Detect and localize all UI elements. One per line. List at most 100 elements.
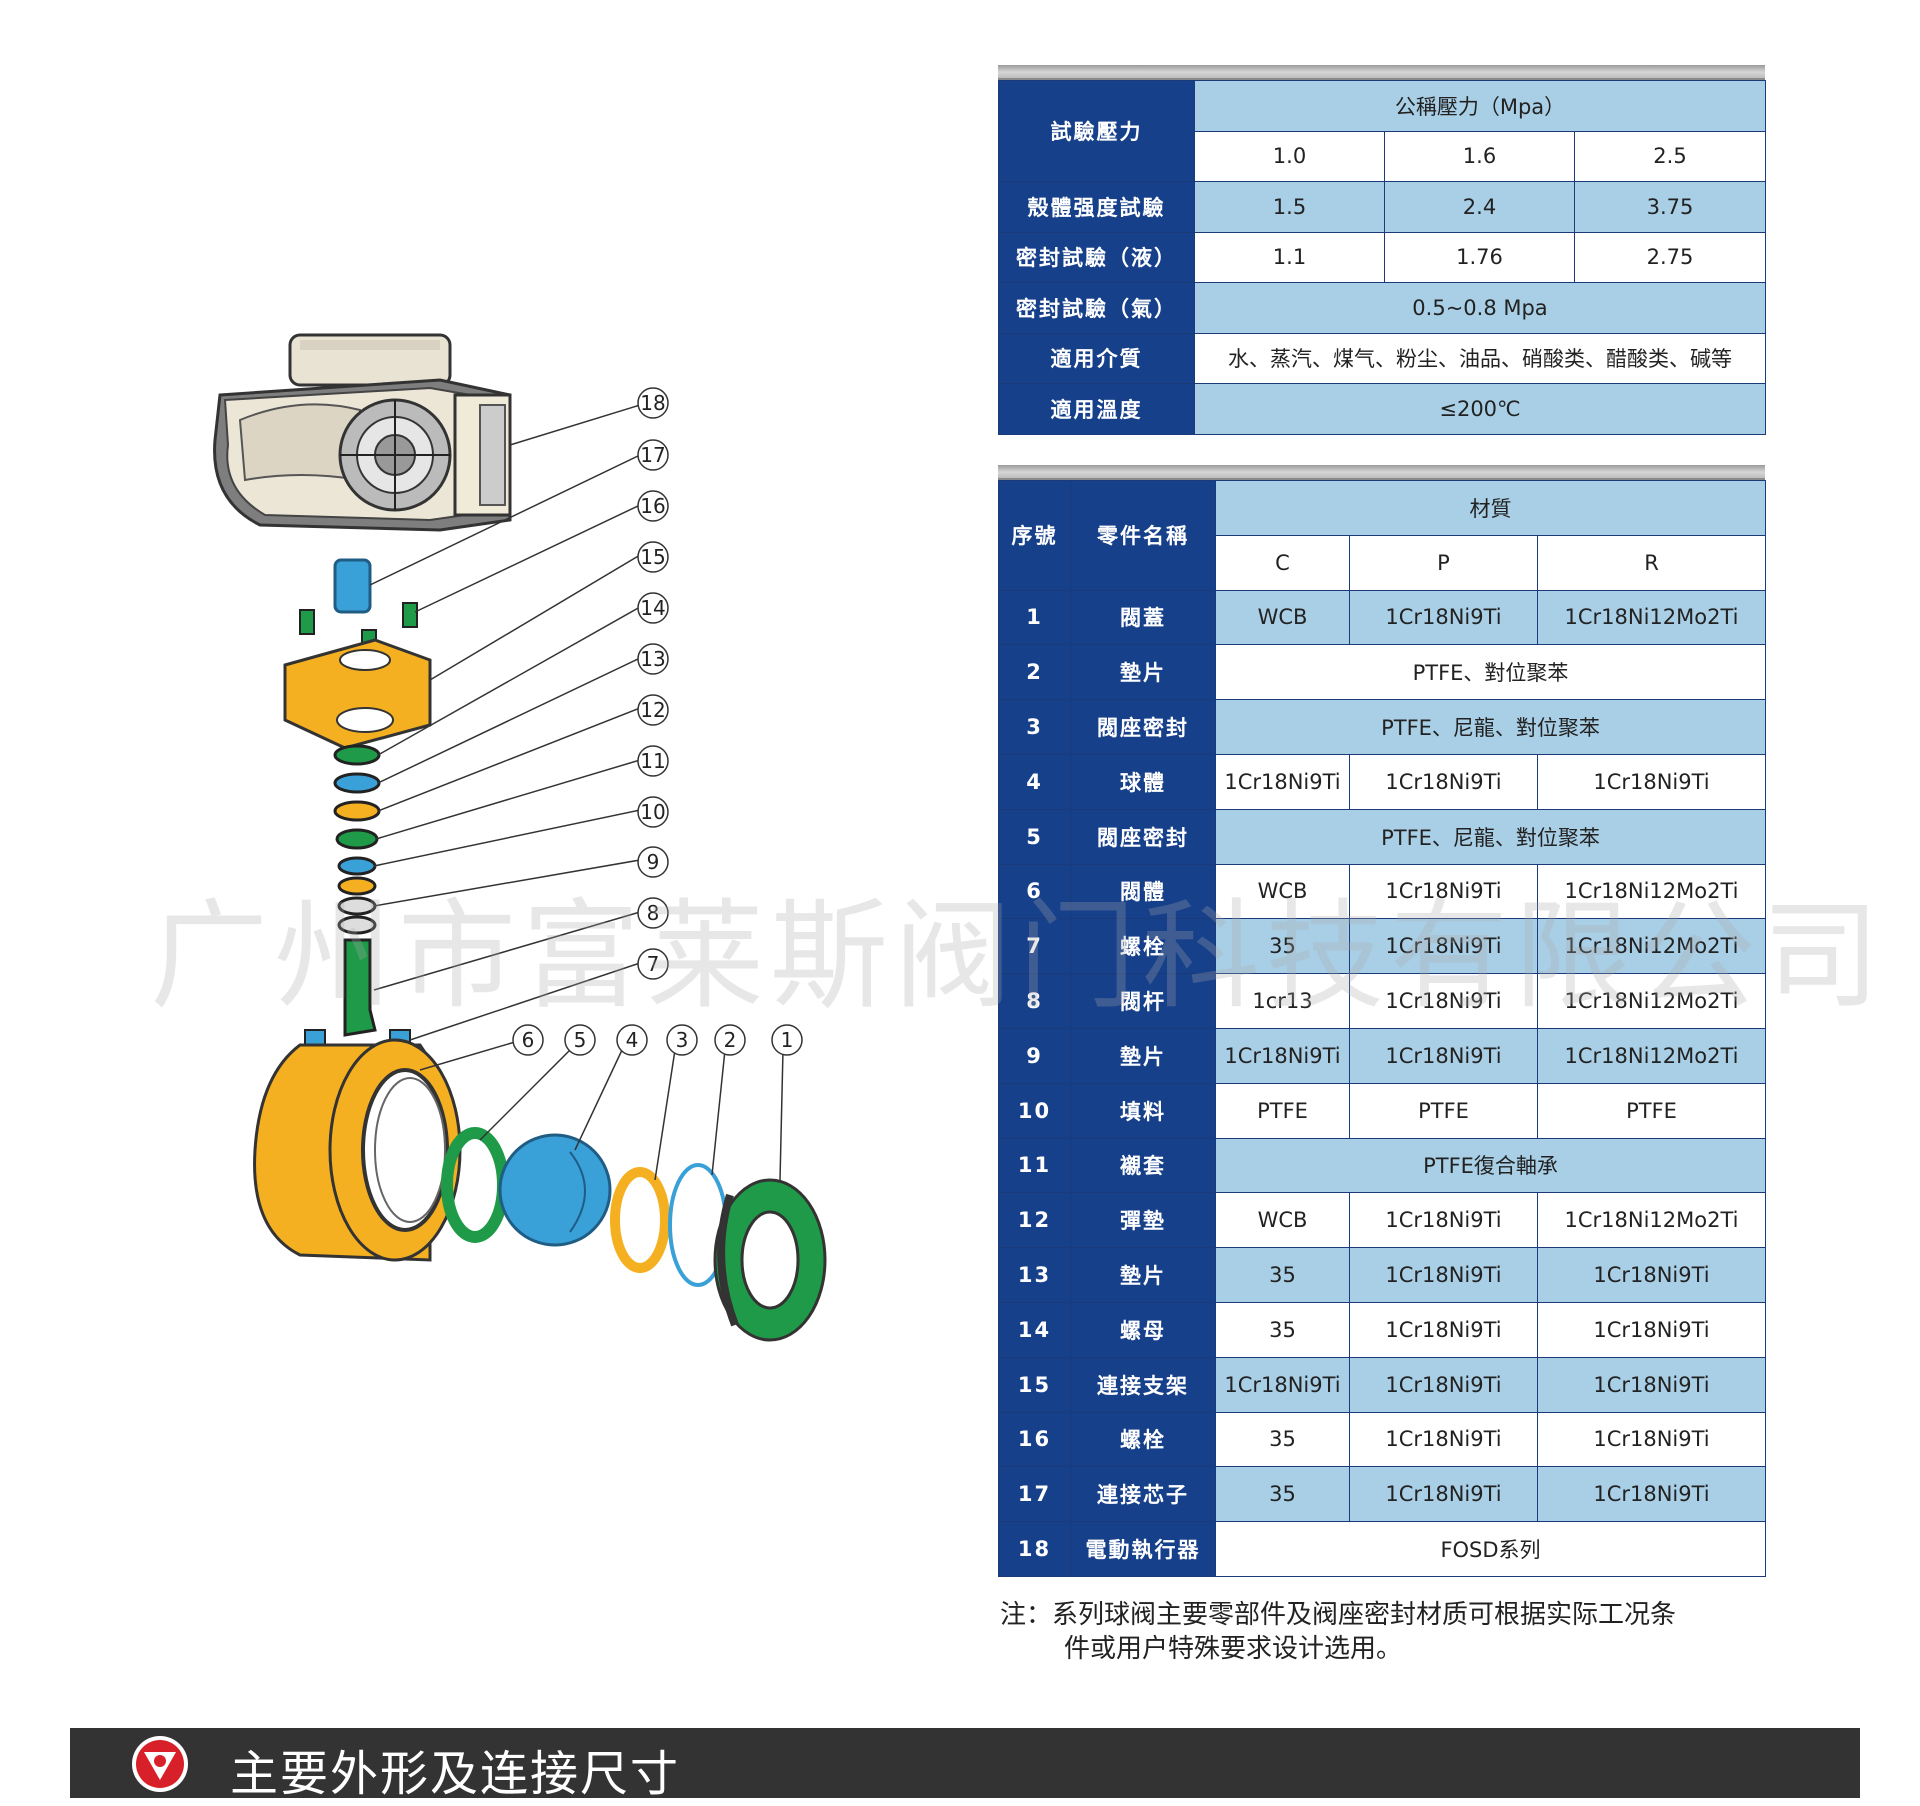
nominal-value: 2.5 — [1574, 130, 1766, 182]
material-cell-c: 35 — [1215, 1247, 1350, 1303]
material-cell-r: 1Cr18Ni9Ti — [1536, 1247, 1767, 1303]
part-name: 襯套 — [1070, 1137, 1216, 1194]
callout-2: 2 — [714, 1024, 746, 1056]
part-name: 墊片 — [1070, 1027, 1216, 1084]
callout-10: 10 — [637, 796, 669, 828]
row-label: 適用介質 — [998, 332, 1195, 384]
leader-lines — [369, 404, 784, 1181]
stem-seal-stack — [333, 744, 381, 935]
material-cell-p: 1Cr18Ni9Ti — [1349, 1356, 1538, 1413]
part-number: 15 — [998, 1356, 1071, 1413]
callout-text-16: 16 — [640, 494, 665, 518]
part-name: 墊片 — [1070, 1247, 1216, 1303]
material-cell: PTFE、對位聚苯 — [1214, 644, 1767, 701]
part-name: 螺栓 — [1070, 1411, 1216, 1468]
table-top-bar — [998, 65, 1765, 80]
callout-text-2: 2 — [724, 1028, 737, 1052]
part-number: 2 — [998, 644, 1071, 701]
material-cell-p: 1Cr18Ni9Ti — [1349, 1301, 1538, 1358]
material-cell-r: 1Cr18Ni9Ti — [1536, 1466, 1767, 1523]
section-title: 主要外形及连接尺寸 — [230, 1746, 681, 1802]
material-cell-p: 1Cr18Ni9Ti — [1349, 1466, 1538, 1523]
callout-text-5: 5 — [574, 1028, 587, 1052]
material-cell-c: 35 — [1215, 918, 1350, 975]
part-name: 墊片 — [1070, 644, 1216, 701]
callout-7: 7 — [637, 948, 669, 980]
valve-body — [253, 1038, 462, 1262]
callout-text-17: 17 — [640, 443, 665, 467]
callout-text-1: 1 — [781, 1028, 794, 1052]
part-number: 17 — [998, 1466, 1071, 1523]
material-cell-c: PTFE — [1215, 1082, 1350, 1139]
callout-3: 3 — [666, 1024, 698, 1056]
material-cell-r: 1Cr18Ni12Mo2Ti — [1536, 1192, 1767, 1249]
col-header-p: P — [1349, 534, 1538, 591]
part-name: 螺栓 — [1070, 918, 1216, 975]
material-cell-r: 1Cr18Ni12Mo2Ti — [1536, 1027, 1767, 1084]
callout-labels: 18 17 16 15 14 13 12 11 10 9 8 7 6 5 4 3… — [512, 387, 803, 1056]
material-cell-r: 1Cr18Ni12Mo2Ti — [1536, 863, 1767, 920]
table-row: 1.0 1.6 2.5 — [999, 130, 1766, 182]
nominal-pressure-header: 公稱壓力（Mpa） — [1194, 80, 1766, 132]
cell-value: 2.4 — [1384, 181, 1575, 233]
part-name: 閥座密封 — [1070, 808, 1216, 865]
part-number: 11 — [998, 1137, 1071, 1194]
callout-text-11: 11 — [640, 749, 665, 773]
seat-seal-3 — [610, 1167, 670, 1273]
cell-value: 3.75 — [1574, 181, 1766, 233]
material-cell-p: 1Cr18Ni9Ti — [1349, 1411, 1538, 1468]
material-cell-p: 1Cr18Ni9Ti — [1349, 753, 1538, 810]
note: 注：系列球阀主要零部件及阀座密封材质可根据实际工况条 件或用户特殊要求设计选用。 — [1000, 1598, 1800, 1666]
callout-text-12: 12 — [640, 698, 665, 722]
cell-value: ≤200℃ — [1194, 383, 1766, 435]
test-pressure-label: 試驗壓力 — [998, 80, 1195, 182]
material-cell-c: 1Cr18Ni9Ti — [1215, 753, 1350, 810]
part-name: 連接支架 — [1070, 1356, 1216, 1413]
table-row: 適用介質 水、蒸汽、煤气、粉尘、油品、硝酸类、醋酸类、碱等 — [998, 332, 1766, 384]
table-row: 密封試驗（液） 1.1 1.76 2.75 — [998, 231, 1766, 283]
material-cell-p: 1Cr18Ni9Ti — [1349, 1192, 1538, 1249]
callout-17: 17 — [637, 439, 669, 471]
col-header-c: C — [1215, 534, 1350, 591]
part-number: 14 — [998, 1301, 1071, 1358]
row-label: 密封試驗（氣） — [998, 282, 1195, 334]
part-number: 7 — [998, 918, 1071, 975]
note-line-2: 件或用户特殊要求设计选用。 — [1064, 1634, 1403, 1664]
callout-text-10: 10 — [640, 800, 665, 824]
callout-6: 6 — [512, 1024, 544, 1056]
callout-16: 16 — [637, 490, 669, 522]
material-cell-r: PTFE — [1536, 1082, 1767, 1139]
callout-18: 18 — [637, 387, 669, 419]
callout-text-14: 14 — [640, 596, 665, 620]
part-name: 閥座密封 — [1070, 699, 1216, 755]
callout-14: 14 — [637, 592, 669, 624]
material-cell-p: 1Cr18Ni9Ti — [1349, 918, 1538, 975]
material-cell-p: 1Cr18Ni9Ti — [1349, 589, 1538, 646]
callout-text-8: 8 — [647, 901, 660, 925]
col-header-name: 零件名稱 — [1070, 480, 1216, 591]
material-cell-r: 1Cr18Ni9Ti — [1536, 1356, 1767, 1413]
note-line-1: 注：系列球阀主要零部件及阀座密封材质可根据实际工况条 — [1000, 1600, 1677, 1630]
part-number: 3 — [998, 699, 1071, 755]
part-number: 16 — [998, 1411, 1071, 1468]
brand-logo-icon — [132, 1736, 188, 1792]
material-cell-c: 1Cr18Ni9Ti — [1215, 1356, 1350, 1413]
callout-text-9: 9 — [647, 850, 660, 874]
part-name: 電動執行器 — [1070, 1521, 1216, 1577]
part-number: 12 — [998, 1192, 1071, 1249]
electric-actuator — [213, 333, 512, 532]
part-number: 18 — [998, 1521, 1071, 1577]
material-cell-p: 1Cr18Ni9Ti — [1349, 1247, 1538, 1303]
exploded-view-drawing: 18 17 16 15 14 13 12 11 10 9 8 7 6 5 4 3… — [213, 333, 827, 1342]
callout-4: 4 — [616, 1024, 648, 1056]
callout-5: 5 — [564, 1024, 596, 1056]
callout-text-3: 3 — [676, 1028, 689, 1052]
material-cell-r: 1Cr18Ni12Mo2Ti — [1536, 589, 1767, 646]
material-cell: FOSD系列 — [1214, 1521, 1767, 1577]
pressure-test-table: 試驗壓力 公稱壓力（Mpa） 1.0 1.6 2.5 殼體强度試驗 1.5 2.… — [998, 65, 1766, 435]
cell-value: 水、蒸汽、煤气、粉尘、油品、硝酸类、醋酸类、碱等 — [1194, 332, 1766, 384]
